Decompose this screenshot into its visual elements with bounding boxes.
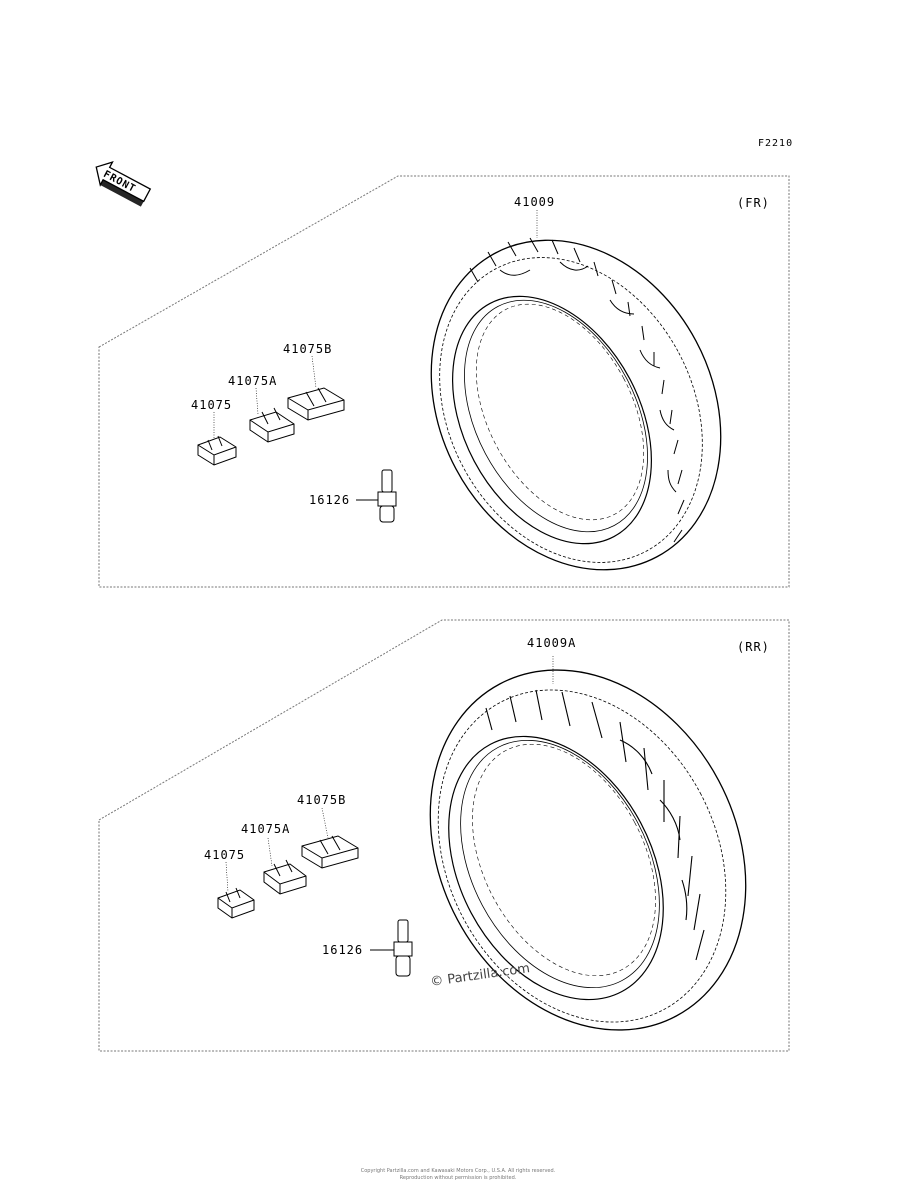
part-label-tire-rear: 41009A bbox=[527, 636, 577, 650]
part-label-tire-front: 41009 bbox=[514, 195, 556, 209]
panel-frame-front bbox=[98, 175, 790, 588]
part-label-weight-rear: 41075 bbox=[204, 848, 246, 862]
position-label-rear: (RR) bbox=[737, 640, 770, 654]
footer-notice: Reproduction without permission is prohi… bbox=[399, 1175, 517, 1181]
part-label-weight-b-rear: 41075B bbox=[297, 793, 347, 807]
rear-tire-icon bbox=[429, 669, 747, 1031]
front-leader-lines bbox=[213, 210, 538, 438]
part-label-weight-a-rear: 41075A bbox=[241, 822, 291, 836]
footer-copyright: Copyright Partzilla.com and Kawasaki Mot… bbox=[360, 1168, 556, 1174]
balance-weight-icon bbox=[217, 835, 359, 919]
position-label-front: (FR) bbox=[737, 196, 770, 210]
front-arrow-icon bbox=[95, 161, 152, 207]
valve-stem-icon bbox=[356, 469, 397, 523]
part-label-valve-front: 16126 bbox=[309, 493, 351, 507]
part-label-weight-b-front: 41075B bbox=[283, 342, 333, 356]
front-tire-icon bbox=[430, 237, 722, 571]
part-label-weight-a-front: 41075A bbox=[228, 374, 278, 388]
rear-leader-lines bbox=[225, 656, 554, 893]
diagram-code: F2210 bbox=[758, 138, 794, 149]
panel-frame-rear bbox=[98, 619, 790, 1052]
part-label-weight-front: 41075 bbox=[191, 398, 233, 412]
valve-stem-icon bbox=[370, 919, 413, 977]
balance-weight-icon bbox=[197, 387, 345, 466]
part-label-valve-rear: 16126 bbox=[322, 943, 364, 957]
